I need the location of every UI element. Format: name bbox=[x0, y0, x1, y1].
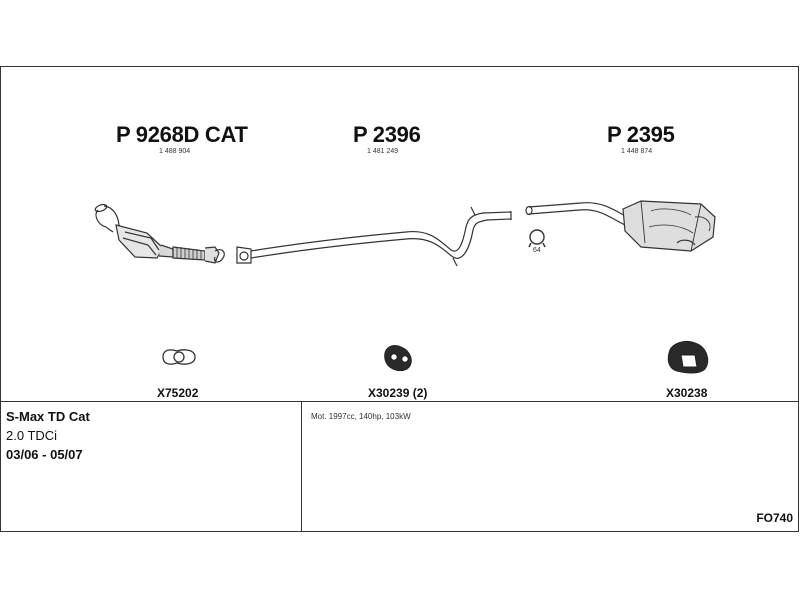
gasket-icon bbox=[162, 349, 196, 365]
vehicle-model: S-Max TD Cat bbox=[6, 409, 90, 424]
vehicle-info: S-Max TD Cat 2.0 TDCi 03/06 - 05/07 bbox=[6, 407, 90, 464]
part-number-rear-silencer: 1 448 874 bbox=[621, 148, 653, 155]
vehicle-period: 03/06 - 05/07 bbox=[6, 447, 83, 462]
part-code-catalyst: P 9268D CAT bbox=[116, 122, 248, 147]
part-number-catalyst: 1 488 904 bbox=[159, 148, 191, 155]
pipe-clamp bbox=[528, 229, 546, 248]
accessory-label-hanger: X30239 (2) bbox=[368, 386, 428, 400]
part-code-middle-pipe: P 2396 bbox=[353, 122, 421, 147]
rear-silencer-part bbox=[525, 200, 716, 252]
accessory-label-gasket: X75202 bbox=[157, 386, 199, 400]
catalyst-part bbox=[94, 203, 225, 264]
clamp-label: 64 bbox=[533, 247, 541, 254]
flange-gasket bbox=[236, 246, 252, 264]
rubber-mount-icon bbox=[667, 340, 709, 374]
part-number-middle-pipe: 1 481 249 bbox=[367, 148, 399, 155]
rubber-hanger-icon bbox=[384, 345, 412, 372]
middle-pipe bbox=[250, 206, 512, 267]
diagram-sheet: P 9268D CAT 1 488 904 P 2396 1 481 249 P… bbox=[0, 66, 799, 532]
table-divider-vertical bbox=[301, 401, 302, 532]
vehicle-engine: 2.0 TDCi bbox=[6, 428, 58, 443]
part-code-rear-silencer: P 2395 bbox=[607, 122, 675, 147]
table-divider-horizontal bbox=[1, 401, 798, 402]
accessory-label-mount: X30238 bbox=[666, 386, 708, 400]
exhaust-drawing bbox=[94, 200, 716, 374]
motor-info: Mot. 1997cc, 140hp, 103kW bbox=[311, 412, 411, 421]
diagram-reference: FO740 bbox=[756, 511, 793, 525]
